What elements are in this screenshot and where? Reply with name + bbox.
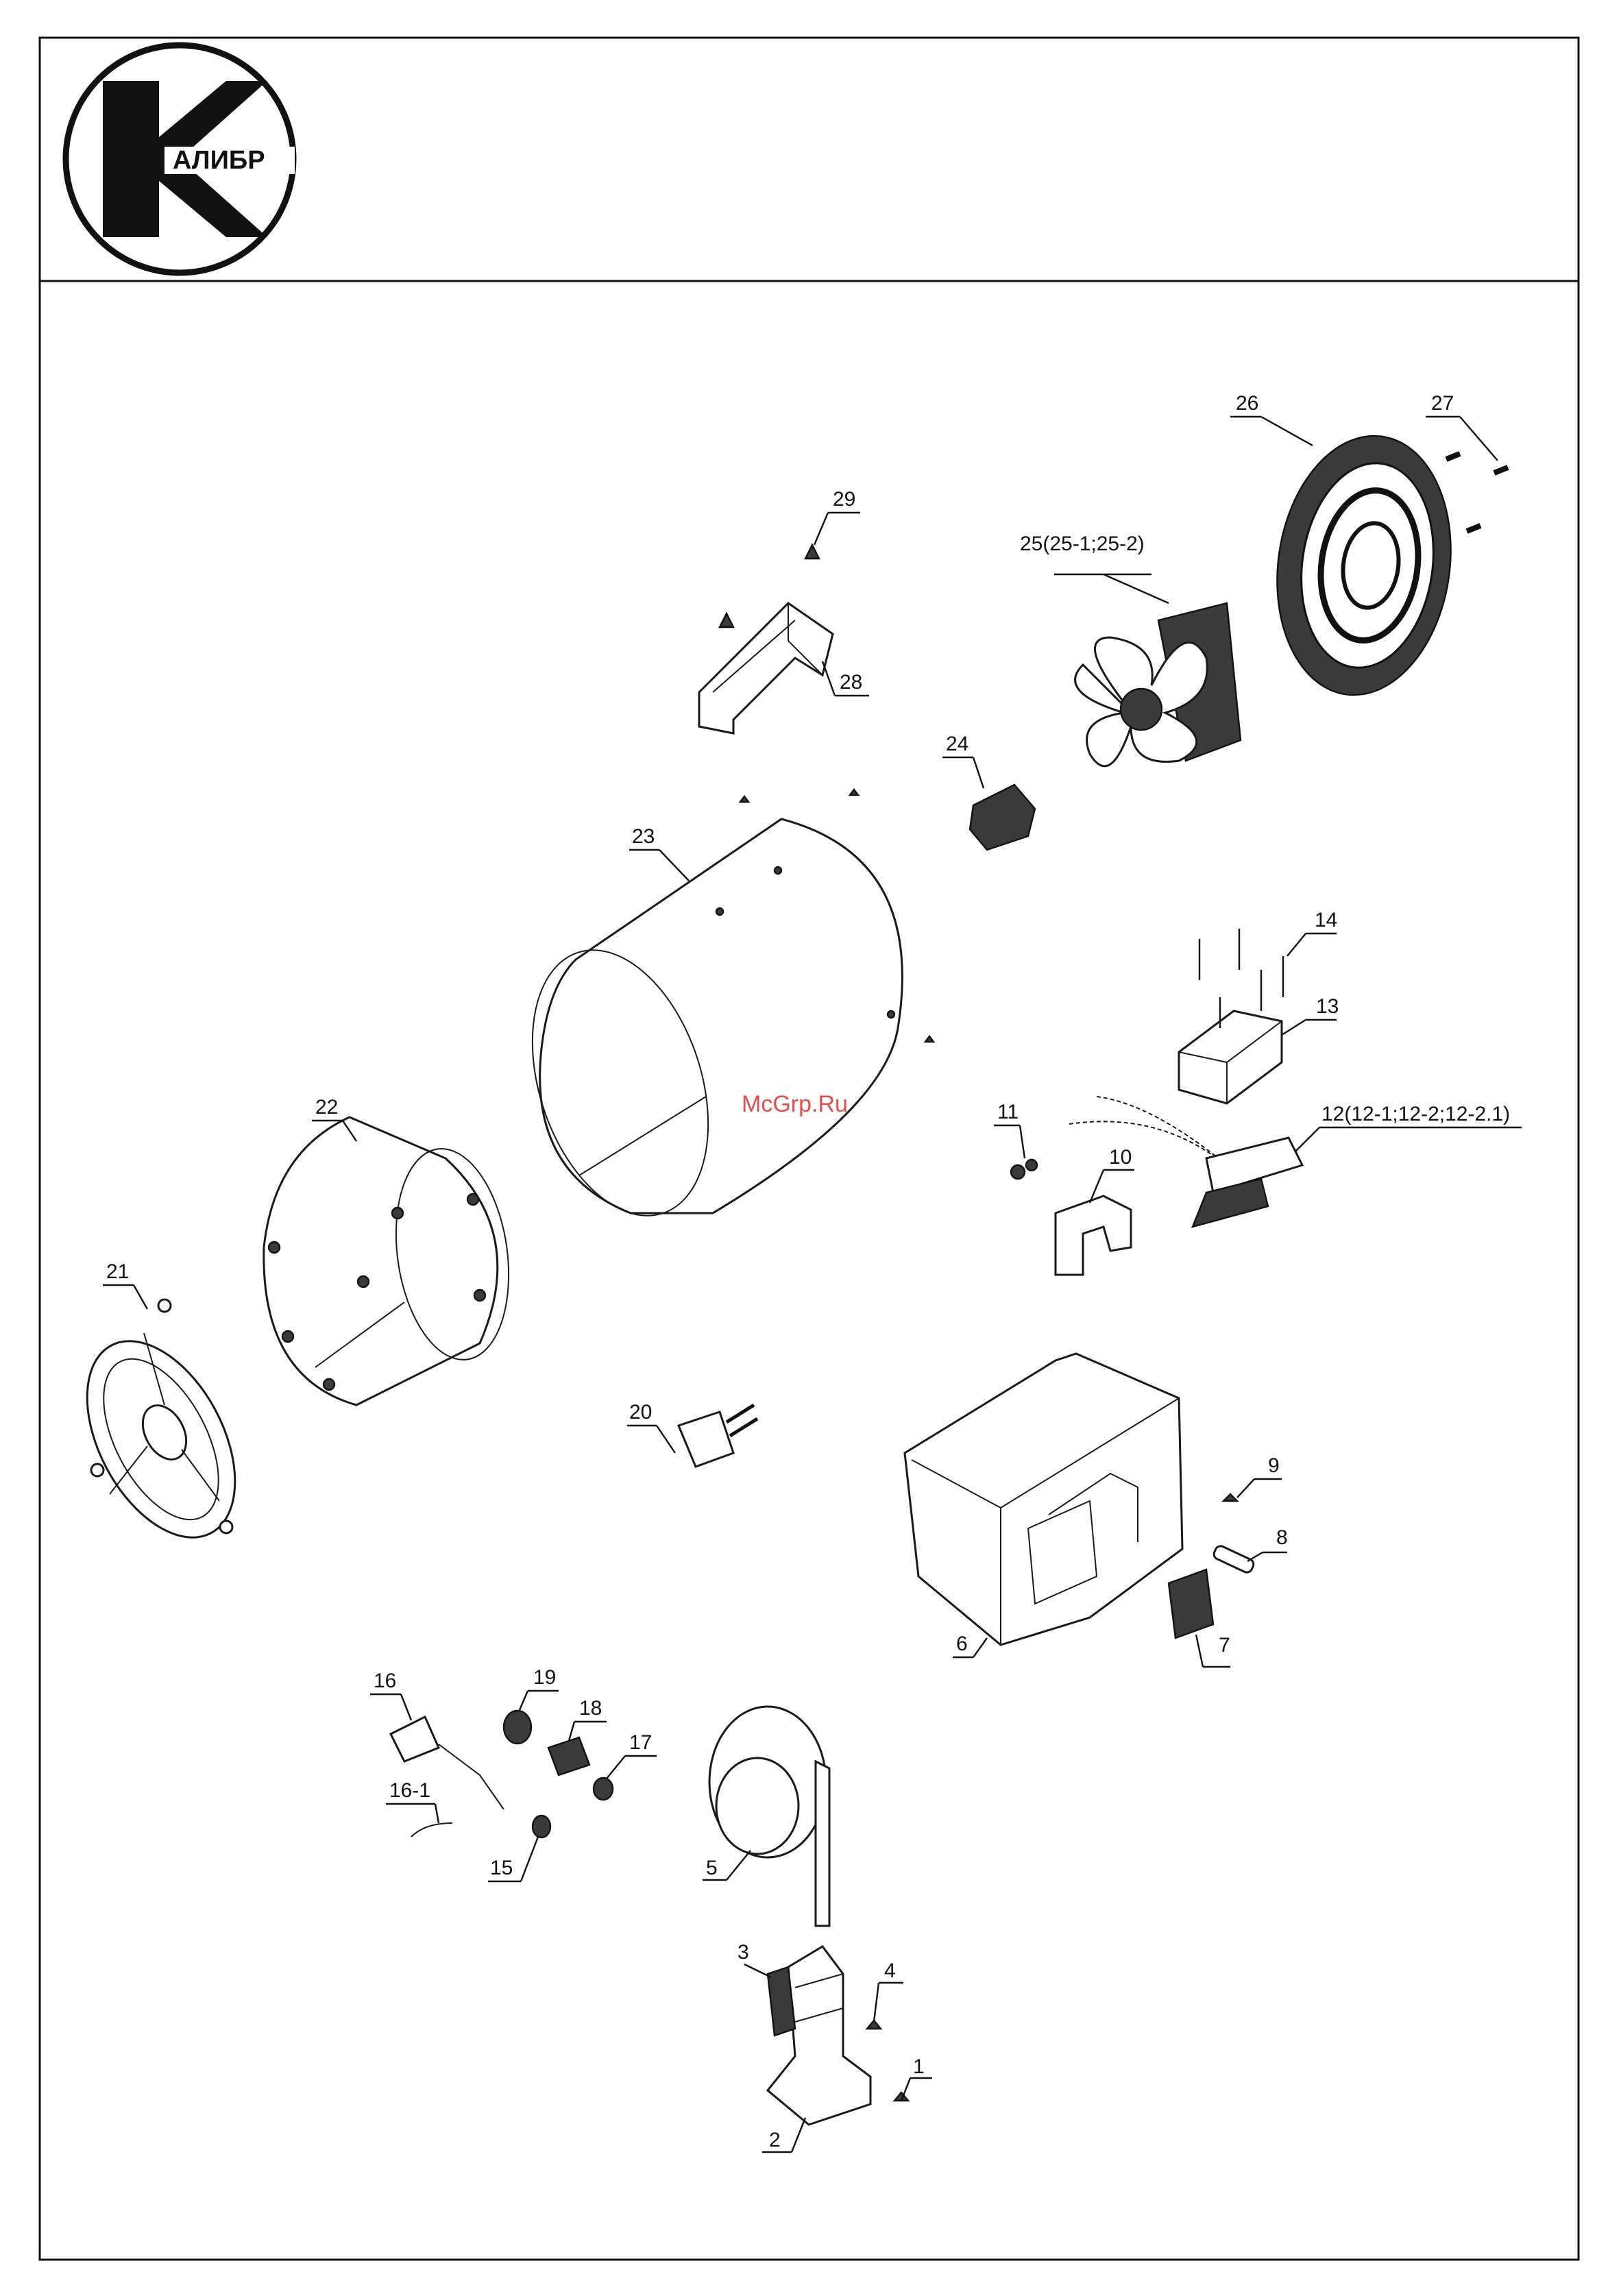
logo-text: АЛИБР: [173, 146, 265, 175]
part-15-washer: [533, 1816, 550, 1837]
callout-10: 10: [1090, 1146, 1134, 1203]
part-6-base: [905, 1354, 1182, 1645]
part-5-regulator: [709, 1707, 829, 1926]
svg-text:17: 17: [629, 1731, 652, 1754]
callout-1: 1: [901, 2055, 932, 2101]
svg-text:16: 16: [374, 1670, 396, 1692]
callout-3: 3: [738, 1941, 771, 1977]
part-24-mounting-clip: [970, 785, 1035, 850]
callout-28: 28: [822, 661, 869, 696]
callout-4: 4: [874, 1959, 903, 2022]
part-9-screw: [1223, 1494, 1237, 1501]
part-16-1-wire: [411, 1823, 452, 1837]
callout-29: 29: [814, 488, 860, 545]
svg-text:7: 7: [1219, 1634, 1230, 1657]
svg-text:8: 8: [1276, 1526, 1288, 1549]
part-18-fitting: [548, 1737, 589, 1775]
part-21-rear-guard: [57, 1299, 265, 1562]
callout-13: 13: [1282, 995, 1339, 1035]
svg-text:5: 5: [706, 1857, 718, 1879]
svg-text:22: 22: [315, 1096, 338, 1119]
svg-text:4: 4: [884, 1959, 896, 1982]
callout-6: 6: [953, 1633, 987, 1657]
svg-text:12(12-1;12-2;12-2.1): 12(12-1;12-2;12-2.1): [1321, 1103, 1510, 1125]
callout-8: 8: [1247, 1526, 1288, 1561]
svg-text:10: 10: [1109, 1146, 1132, 1169]
svg-text:6: 6: [956, 1633, 968, 1655]
callout-21: 21: [103, 1260, 147, 1309]
callout-16-1: 16-1: [386, 1779, 439, 1823]
callout-18: 18: [569, 1697, 607, 1741]
callout-25: 25(25-1;25-2): [1020, 533, 1169, 603]
svg-text:24: 24: [946, 733, 968, 755]
kalibr-logo: АЛИБР: [66, 45, 295, 273]
part-11-nut: [1011, 1165, 1025, 1179]
callout-17: 17: [607, 1731, 657, 1779]
callout-15: 15: [488, 1837, 538, 1881]
svg-text:13: 13: [1316, 995, 1339, 1018]
part-23-outer-housing: [501, 790, 934, 1238]
watermark-text: McGrp.Ru: [742, 1091, 848, 1118]
part-22-inner-chamber: [264, 1117, 522, 1405]
callout-16: 16: [370, 1670, 411, 1720]
part-7-switch: [1169, 1570, 1213, 1638]
callout-9: 9: [1237, 1454, 1282, 1498]
svg-text:1: 1: [913, 2055, 925, 2078]
part-26-front-guard: [1261, 424, 1467, 706]
callout-5: 5: [703, 1851, 751, 1880]
svg-text:23: 23: [632, 825, 655, 848]
part-20-power-cord: [429, 1405, 757, 1700]
part-27-screws: [1446, 454, 1508, 531]
callout-14: 14: [1287, 909, 1337, 956]
svg-text:2: 2: [769, 2129, 781, 2151]
part-28-handle: [699, 603, 833, 733]
callout-20: 20: [627, 1401, 675, 1453]
callout-2: 2: [762, 2118, 805, 2152]
svg-text:9: 9: [1268, 1454, 1280, 1477]
svg-text:26: 26: [1236, 392, 1258, 415]
callout-11: 11: [994, 1101, 1025, 1158]
svg-text:21: 21: [106, 1260, 129, 1283]
part-17-washer: [594, 1778, 613, 1800]
svg-text:15: 15: [490, 1857, 513, 1879]
svg-text:20: 20: [629, 1401, 652, 1424]
svg-text:28: 28: [840, 671, 862, 694]
svg-text:3: 3: [738, 1941, 749, 1964]
part-25-fan-motor: [1075, 603, 1241, 766]
part-19-cap: [504, 1711, 531, 1744]
page-border: [40, 38, 1579, 2260]
part-13-control-box: [1179, 1011, 1282, 1103]
callout-12: 12(12-1;12-2;12-2.1): [1295, 1103, 1522, 1151]
part-10-cover: [1056, 1196, 1131, 1275]
callout-26: 26: [1230, 392, 1313, 445]
svg-text:18: 18: [579, 1697, 602, 1720]
callout-24: 24: [942, 733, 984, 788]
callout-27: 27: [1426, 392, 1498, 461]
svg-text:27: 27: [1431, 392, 1454, 415]
svg-text:14: 14: [1315, 909, 1337, 931]
svg-text:19: 19: [533, 1666, 556, 1689]
callout-7: 7: [1196, 1634, 1230, 1667]
callout-23: 23: [629, 825, 689, 881]
svg-text:29: 29: [833, 488, 855, 511]
svg-text:16-1: 16-1: [389, 1779, 430, 1802]
svg-text:25(25-1;25-2): 25(25-1;25-2): [1020, 533, 1145, 555]
svg-text:11: 11: [997, 1101, 1019, 1123]
callout-19: 19: [520, 1666, 559, 1710]
part-8-pin: [1212, 1544, 1256, 1574]
